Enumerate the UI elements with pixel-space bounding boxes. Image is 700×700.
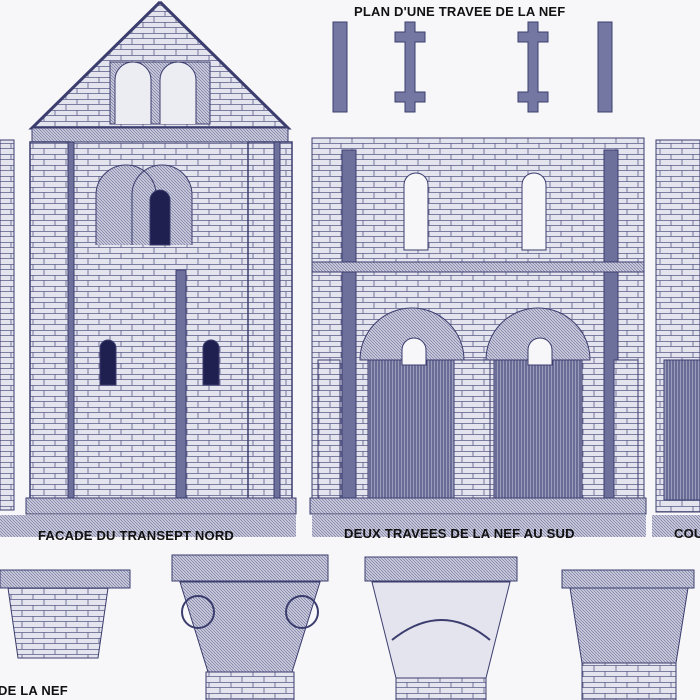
left-cut-label: DE LA NEF <box>0 683 68 698</box>
facade-label: FACADE DU TRANSEPT NORD <box>38 528 234 543</box>
nave-bays <box>309 137 647 515</box>
capitals-row <box>0 554 695 700</box>
plan-label: PLAN D'UNE TRAVEE DE LA NEF <box>354 4 566 19</box>
right-fragment <box>655 139 700 513</box>
bays-label: DEUX TRAVEES DE LA NEF AU SUD <box>344 526 575 541</box>
transept-facade <box>25 0 297 515</box>
plan-drawing <box>332 21 613 113</box>
left-fragment <box>0 139 15 511</box>
right-cut-label: COU <box>674 526 700 541</box>
